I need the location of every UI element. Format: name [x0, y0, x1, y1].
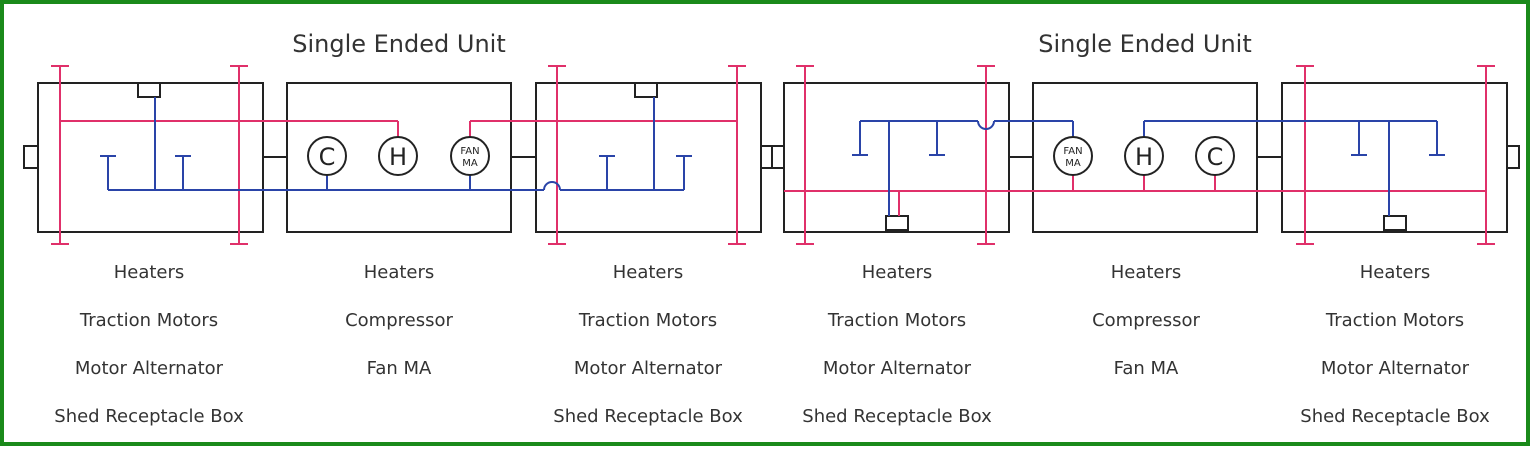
fan-ma-symbol-label: FAN [1063, 146, 1082, 157]
train-wiring-diagram: C H FAN MA FAN MA H C [23, 65, 1520, 245]
end-coupler [771, 145, 785, 169]
unit-title-2: Single Ended Unit [1038, 30, 1252, 58]
car-2-label: Compressor [345, 310, 453, 331]
car-body-4 [783, 82, 1010, 233]
heater-symbol [378, 136, 418, 176]
end-coupler [760, 145, 773, 169]
car-1-label: Motor Alternator [74, 358, 224, 379]
heater-symbol-label: H [1135, 143, 1153, 171]
fan-ma-symbol [450, 136, 490, 176]
car-4-label: Motor Alternator [822, 358, 972, 379]
car-1-label: Shed Receptacle Box [54, 406, 244, 427]
end-coupler [1506, 145, 1520, 169]
compressor-symbol [307, 136, 347, 176]
shed-receptacle-box [137, 82, 161, 98]
shed-receptacle-box [634, 82, 658, 98]
heater-symbol [1124, 136, 1164, 176]
car-6-label: Motor Alternator [1320, 358, 1470, 379]
shed-receptacle-box [1383, 215, 1407, 231]
car-3-label: Motor Alternator [573, 358, 723, 379]
car-2-label: Fan MA [366, 358, 432, 379]
blue-wire-crossover [977, 120, 995, 130]
car-1-label: Traction Motors [79, 310, 219, 331]
fan-ma-symbol-label: FAN [460, 146, 479, 157]
car-4-label: Shed Receptacle Box [802, 406, 992, 427]
heater-symbol-label: H [389, 143, 407, 171]
car-body-3 [535, 82, 762, 233]
car-3-label: Shed Receptacle Box [553, 406, 743, 427]
cars-layer [23, 82, 1520, 233]
car-3-label: Heaters [612, 262, 684, 283]
blue-wiring [100, 97, 1445, 216]
unit-title-1: Single Ended Unit [292, 30, 506, 58]
car-6-label: Traction Motors [1325, 310, 1465, 331]
car-5-label: Compressor [1092, 310, 1200, 331]
compressor-symbol-label: C [319, 143, 336, 171]
compressor-symbol [1195, 136, 1235, 176]
fan-ma-symbol-label: MA [462, 158, 478, 169]
car-6-label: Shed Receptacle Box [1300, 406, 1490, 427]
end-coupler [23, 145, 39, 169]
car-2-label: Heaters [363, 262, 435, 283]
red-wiring [51, 65, 1495, 245]
blue-wire-crossover [543, 181, 561, 191]
fan-ma-symbol [1053, 136, 1093, 176]
compressor-symbol-label: C [1207, 143, 1224, 171]
car-4-label: Traction Motors [827, 310, 967, 331]
car-5-label: Fan MA [1113, 358, 1179, 379]
car-body-6 [1281, 82, 1508, 233]
car-6-label: Heaters [1359, 262, 1431, 283]
car-1-label: Heaters [113, 262, 185, 283]
car-3-label: Traction Motors [578, 310, 718, 331]
fan-ma-symbol-label: MA [1065, 158, 1081, 169]
car-5-label: Heaters [1110, 262, 1182, 283]
symbols-layer: C H FAN MA FAN MA H C [307, 136, 1235, 176]
car-4-label: Heaters [861, 262, 933, 283]
car-body-1 [37, 82, 264, 233]
shed-receptacle-box [885, 215, 909, 231]
